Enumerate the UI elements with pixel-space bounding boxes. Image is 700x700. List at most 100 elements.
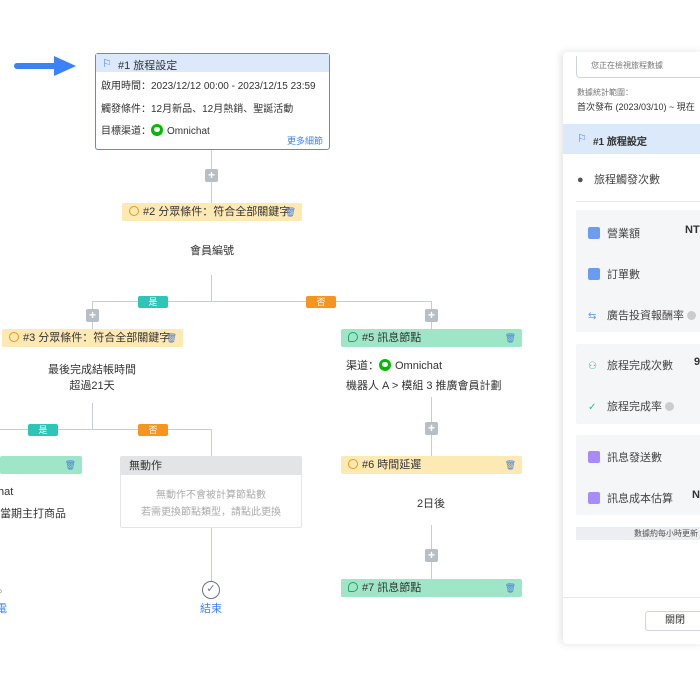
mail-icon bbox=[588, 451, 600, 463]
branch-yes-label: 是 bbox=[28, 424, 58, 436]
msg-sent-metric: 訊息發送數 bbox=[588, 449, 662, 465]
exchange-icon: ⇆ bbox=[588, 311, 597, 322]
channel-value: Omnichat bbox=[167, 126, 210, 137]
connector bbox=[211, 429, 212, 456]
completion-count-label: 旅程完成次數 bbox=[607, 360, 673, 372]
flag-icon: ⚐ bbox=[577, 133, 587, 145]
node-6-header[interactable]: #6 時間延遲 🗑 bbox=[341, 456, 522, 474]
message-icon bbox=[348, 582, 358, 592]
add-node-button[interactable]: + bbox=[425, 422, 438, 435]
pointer-arrow bbox=[14, 56, 76, 76]
add-node-button[interactable]: + bbox=[86, 309, 99, 322]
info-icon[interactable] bbox=[687, 311, 696, 320]
completion-count-value: 9 bbox=[694, 356, 700, 368]
add-node-button[interactable]: + bbox=[425, 549, 438, 562]
info-icon[interactable] bbox=[665, 402, 674, 411]
cart-icon bbox=[588, 268, 600, 280]
end-label: 結束 bbox=[200, 603, 222, 615]
msg-cost-value: N bbox=[692, 489, 700, 501]
end-check-icon: ✓ bbox=[202, 581, 220, 599]
connector bbox=[211, 528, 212, 581]
connector bbox=[92, 301, 432, 302]
node-2-title: #2 分眾條件：符合全部關鍵字 bbox=[143, 206, 291, 218]
trigger-value: 12月新品、12月熱銷、聖誕活動 bbox=[151, 104, 294, 115]
msg-cost-metric: 訊息成本估算 bbox=[588, 490, 673, 506]
node-4-header[interactable]: 🗑 bbox=[0, 456, 82, 474]
range-label: 數據統計範圍： bbox=[577, 88, 633, 97]
panel-journey-title: #1 旅程設定 bbox=[593, 137, 647, 148]
node-7-header[interactable]: #7 訊息節點 🗑 bbox=[341, 579, 522, 597]
dollar-icon bbox=[588, 227, 600, 239]
node-5-title: #5 訊息節點 bbox=[362, 332, 422, 344]
clock-icon bbox=[129, 206, 139, 216]
node-1-channel: 目標渠道： Omnichat bbox=[101, 122, 210, 137]
no-action-node[interactable]: 無動作 無動作不會被計算節點數 若需更換節點類型，請點此更換 bbox=[120, 456, 302, 528]
node-4-channel: hat bbox=[0, 486, 14, 498]
mail-cost-icon bbox=[588, 492, 600, 504]
connector bbox=[0, 429, 212, 430]
add-node-button[interactable]: + bbox=[425, 309, 438, 322]
node-6-title: #6 時間延遲 bbox=[362, 459, 422, 471]
completion-rate-label: 旅程完成率 bbox=[607, 401, 662, 413]
channel-value: Omnichat bbox=[395, 360, 443, 372]
trigger-label: 觸發條件： bbox=[101, 104, 151, 115]
node-1-trigger: 觸發條件：12月新品、12月熱銷、聖誕活動 bbox=[101, 100, 293, 115]
orders-metric: 訂單數 bbox=[588, 266, 640, 282]
trash-icon[interactable]: 🗑 bbox=[284, 207, 296, 217]
more-details-link[interactable]: 更多細節 bbox=[286, 136, 323, 146]
node-7-title: #7 訊息節點 bbox=[362, 582, 422, 594]
orders-label: 訂單數 bbox=[607, 269, 640, 281]
connector bbox=[211, 275, 212, 302]
node-4-end: 電 bbox=[0, 603, 7, 615]
msg-sent-label: 訊息發送數 bbox=[607, 452, 662, 464]
roas-label: 廣告投資報酬率 bbox=[607, 310, 684, 322]
channel-label: 渠道： bbox=[346, 360, 379, 372]
node-3-body-line2: 超過21天 bbox=[69, 380, 115, 392]
no-action-hint-1: 無動作不會被計算節點數 bbox=[156, 490, 266, 501]
completion-metrics-group bbox=[576, 344, 700, 424]
trigger-count-metric: ●旅程觸發次數 bbox=[577, 171, 660, 187]
check-icon: ✓ bbox=[588, 402, 597, 413]
add-node-button[interactable]: + bbox=[205, 169, 218, 182]
trash-icon[interactable]: 🗑 bbox=[504, 460, 516, 470]
clock-icon bbox=[348, 459, 358, 469]
viewing-banner: 您正在檢視旅程數據 bbox=[576, 56, 700, 78]
branch-no-label: 否 bbox=[138, 424, 168, 436]
time-value: 2023/12/12 00:00 - 2023/12/15 23:59 bbox=[151, 81, 316, 92]
node-1-header: ⚐ #1 旅程設定 bbox=[96, 54, 329, 72]
close-button[interactable]: 關閉 bbox=[645, 611, 700, 631]
node-2-body: 會員編號 bbox=[190, 245, 234, 257]
trash-icon[interactable]: 🗑 bbox=[64, 460, 76, 470]
revenue-metric: 營業額 bbox=[588, 225, 640, 241]
users-icon: ● bbox=[577, 174, 584, 186]
node-2-header[interactable]: #2 分眾條件：符合全部關鍵字 🗑 bbox=[122, 203, 302, 221]
node-4-body: 當期主打商品 bbox=[0, 508, 66, 520]
node-1-time: 啟用時間：2023/12/12 00:00 - 2023/12/15 23:59 bbox=[101, 77, 316, 92]
no-action-title: 無動作 bbox=[121, 457, 301, 475]
trash-icon[interactable]: 🗑 bbox=[504, 333, 516, 343]
node-6-body: 2日後 bbox=[416, 498, 446, 510]
channel-label: 目標渠道： bbox=[101, 126, 151, 137]
time-label: 啟用時間： bbox=[101, 81, 151, 92]
node-1-journey-settings[interactable]: ⚐ #1 旅程設定 啟用時間：2023/12/12 00:00 - 2023/1… bbox=[95, 53, 330, 150]
trash-icon[interactable]: 🗑 bbox=[504, 583, 516, 593]
panel-journey-item[interactable]: ⚐ #1 旅程設定 bbox=[563, 124, 700, 154]
connector bbox=[92, 403, 93, 430]
omnichat-icon bbox=[379, 359, 391, 371]
divider bbox=[563, 597, 700, 598]
revenue-label: 營業額 bbox=[607, 228, 640, 240]
trash-icon[interactable]: 🗑 bbox=[165, 333, 177, 343]
revenue-value: NT bbox=[685, 224, 700, 236]
update-note: 數據約每小時更新 bbox=[576, 527, 700, 540]
range-value: 首次發布 (2023/03/10) ~ 現在 bbox=[577, 102, 695, 112]
no-action-hint-2: 若需更換節點類型，請點此更換 bbox=[141, 507, 281, 518]
message-icon bbox=[348, 332, 358, 342]
node-3-title: #3 分眾條件：符合全部關鍵字 bbox=[23, 332, 171, 344]
node-1-title: #1 旅程設定 bbox=[118, 60, 178, 72]
node-3-header[interactable]: #3 分眾條件：符合全部關鍵字 🗑 bbox=[2, 329, 183, 347]
msg-cost-label: 訊息成本估算 bbox=[607, 493, 673, 505]
node-5-header[interactable]: #5 訊息節點 🗑 bbox=[341, 329, 522, 347]
divider bbox=[576, 201, 700, 202]
node-5-body: 機器人 A > 模組 3 推廣會員計劃 bbox=[346, 380, 502, 392]
completion-rate-metric: ✓ 旅程完成率 bbox=[588, 398, 674, 414]
